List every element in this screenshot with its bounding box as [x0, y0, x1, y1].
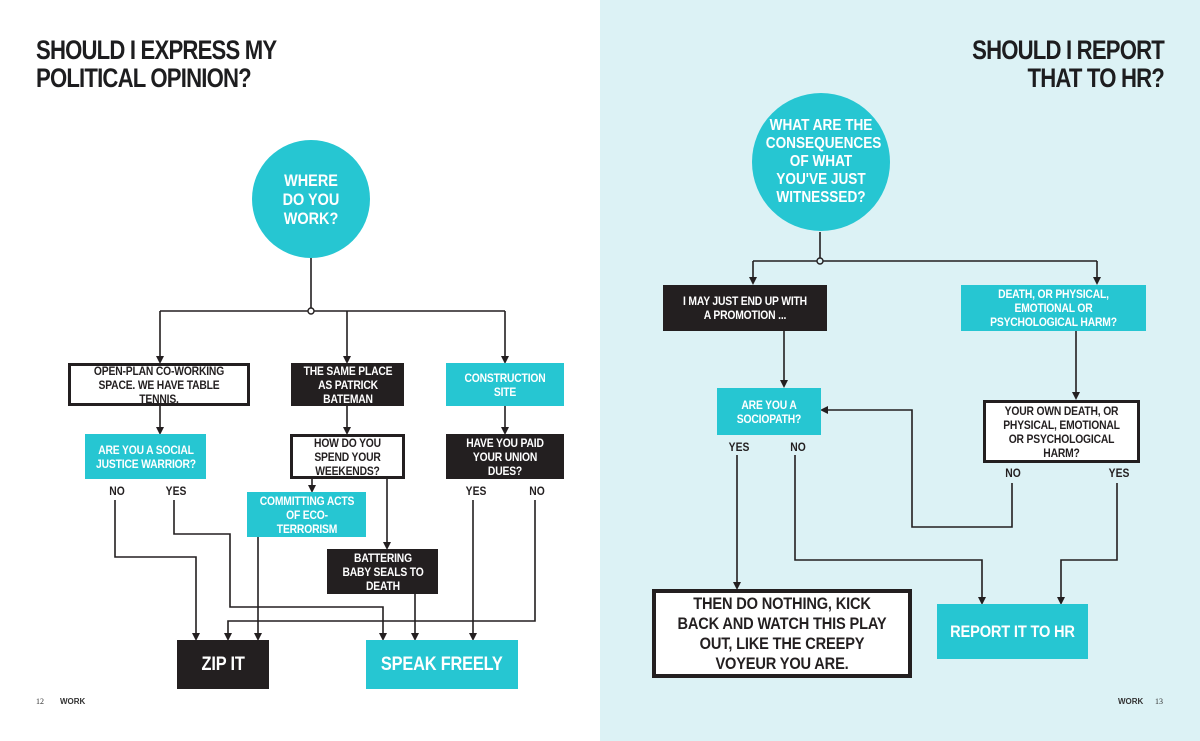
node-bateman-text: THE SAME PLACE AS PATRICK BATEMAN	[303, 363, 392, 406]
label-union-no: NO	[529, 484, 545, 498]
result-zip-it: ZIP IT	[177, 640, 269, 689]
node-sjw: ARE YOU A SOCIAL JUSTICE WARRIOR?	[85, 434, 206, 479]
result-zip-it-text: ZIP IT	[201, 654, 245, 675]
node-construction: CONSTRUCTION SITE	[446, 363, 564, 406]
connector-r-own-yes	[1057, 483, 1118, 605]
node-union-text: HAVE YOU PAID YOUR UNION DUES?	[466, 435, 544, 478]
node-death-harm: DEATH, OR PHYSICAL, EMOTIONAL OR PSYCHOL…	[961, 285, 1146, 331]
right-page-number: 13	[1155, 697, 1163, 706]
node-own-harm: YOUR OWN DEATH, OR PHYSICAL, EMOTIONAL O…	[983, 400, 1140, 463]
node-eco-terrorism-text: COMMITTING ACTS OF ECO-TERRORISM	[259, 493, 354, 536]
node-open-plan-text: OPEN-PLAN CO-WORKING SPACE. WE HAVE TABL…	[93, 363, 225, 406]
node-sociopath: ARE YOU A SOCIOPATH?	[717, 388, 821, 435]
result-do-nothing: THEN DO NOTHING, KICK BACK AND WATCH THI…	[652, 589, 912, 678]
result-do-nothing-text: THEN DO NOTHING, KICK BACK AND WATCH THI…	[677, 593, 887, 673]
right-title-line1: SHOULD I REPORT	[972, 35, 1165, 65]
node-construction-text: CONSTRUCTION SITE	[464, 370, 546, 399]
left-title: SHOULD I EXPRESS MY POLITICAL OPINION?	[36, 35, 277, 93]
right-section-label: WORK	[1118, 697, 1144, 706]
left-title-line2: POLITICAL OPINION?	[36, 63, 252, 93]
label-union-yes: YES	[465, 484, 487, 498]
node-own-harm-text: YOUR OWN DEATH, OR PHYSICAL, EMOTIONAL O…	[1003, 403, 1120, 460]
node-consequences: WHAT ARE THE CONSEQUENCES OF WHAT YOU'VE…	[752, 93, 890, 231]
node-consequences-text: WHAT ARE THE CONSEQUENCES OF WHAT YOU'VE…	[765, 117, 882, 206]
node-baby-seals: BATTERING BABY SEALS TO DEATH	[327, 549, 438, 594]
label-soc-no: NO	[790, 440, 806, 454]
connector-union-no	[224, 500, 536, 641]
right-title-line2: THAT TO HR?	[1027, 63, 1164, 93]
node-weekends-text: HOW DO YOU SPEND YOUR WEEKENDS?	[314, 435, 381, 478]
node-sociopath-text: ARE YOU A SOCIOPATH?	[736, 397, 802, 426]
label-own-yes: YES	[1108, 466, 1130, 480]
result-report-hr-text: REPORT IT TO HR	[950, 621, 1075, 641]
left-title-line1: SHOULD I EXPRESS MY	[36, 35, 277, 65]
label-soc-yes: YES	[728, 440, 750, 454]
connector-sjw-no	[114, 500, 200, 641]
node-eco-terrorism: COMMITTING ACTS OF ECO-TERRORISM	[247, 492, 366, 537]
connector-r-own-no	[820, 406, 1013, 528]
left-section-label: WORK	[60, 697, 86, 706]
node-promotion: I MAY JUST END UP WITH A PROMOTION ...	[663, 285, 827, 331]
right-title: SHOULD I REPORT THAT TO HR?	[972, 35, 1165, 93]
result-speak-freely: SPEAK FREELY	[366, 640, 518, 689]
node-promotion-text: I MAY JUST END UP WITH A PROMOTION ...	[683, 294, 807, 322]
label-sjw-yes: YES	[165, 484, 187, 498]
label-sjw-no: NO	[109, 484, 125, 498]
label-own-no: NO	[1005, 466, 1021, 480]
connector-r-soc-no	[794, 455, 986, 605]
node-union: HAVE YOU PAID YOUR UNION DUES?	[446, 434, 564, 479]
connector-sjw-yes	[173, 500, 387, 641]
node-weekends: HOW DO YOU SPEND YOUR WEEKENDS?	[290, 434, 405, 479]
node-open-plan: OPEN-PLAN CO-WORKING SPACE. WE HAVE TABL…	[68, 363, 250, 406]
node-sjw-text: ARE YOU A SOCIAL JUSTICE WARRIOR?	[95, 442, 196, 471]
left-page-number: 12	[36, 697, 44, 706]
result-report-hr: REPORT IT TO HR	[937, 604, 1088, 659]
node-bateman: THE SAME PLACE AS PATRICK BATEMAN	[291, 363, 404, 406]
node-where-do-you-work-text: WHERE DO YOU WORK?	[282, 170, 340, 228]
node-where-do-you-work: WHERE DO YOU WORK?	[252, 140, 370, 258]
node-death-harm-text: DEATH, OR PHYSICAL, EMOTIONAL OR PSYCHOL…	[990, 287, 1117, 329]
node-baby-seals-text: BATTERING BABY SEALS TO DEATH	[341, 550, 424, 593]
result-speak-freely-text: SPEAK FREELY	[381, 654, 503, 675]
